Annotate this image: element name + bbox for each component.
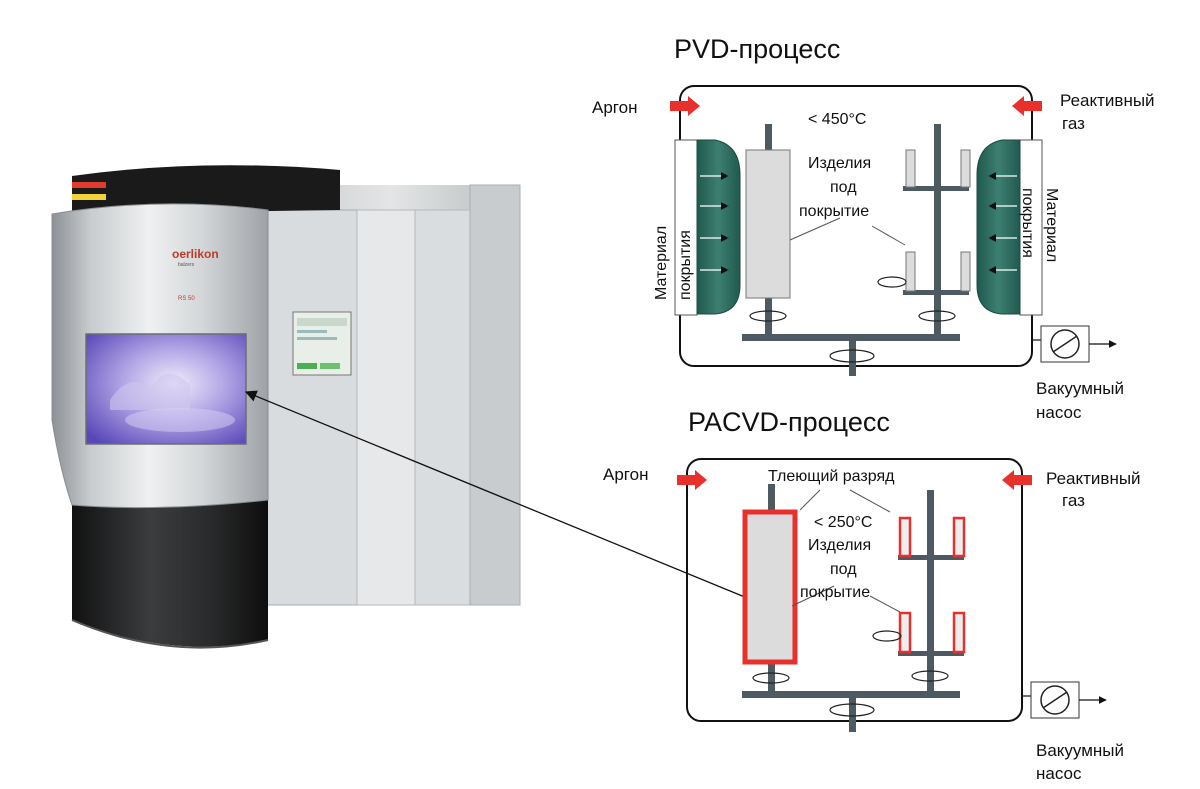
pacvd-title: PACVD-процесс (688, 407, 890, 437)
pvd-small-part (960, 251, 971, 292)
pacvd-temperature: < 250°C (814, 514, 872, 531)
pvd-rotation-marks (749, 276, 956, 363)
pacvd-diagram: PACVD-процесс Аргон Реактивный газ Тлеющ… (603, 407, 1141, 783)
pvd-left-target (696, 139, 741, 315)
pointer-arrow (244, 390, 753, 601)
pvd-diagram: PVD-процесс Аргон Реактивный газ < 450°C… (592, 34, 1155, 422)
cabinet-side (469, 184, 521, 606)
pacvd-reactive-label-2: газ (1062, 491, 1085, 510)
pacvd-parts-label-1: Изделия (808, 537, 871, 554)
window-turntable (125, 408, 235, 432)
machine-base (72, 500, 268, 647)
pvd-temperature: < 450°C (808, 111, 866, 128)
status-light-red (72, 182, 106, 188)
pacvd-argon-label: Аргон (603, 465, 648, 484)
pvd-small-part (905, 251, 916, 292)
top-cap (72, 165, 340, 214)
pvd-left-material-2: покрытия (677, 230, 694, 300)
pacvd-reactive-inlet-icon (1002, 470, 1032, 490)
pvd-parts-label-1: Изделия (808, 155, 871, 172)
pacvd-pump-label-2: насос (1036, 764, 1082, 783)
pvd-right-target (976, 139, 1021, 315)
pacvd-glow-label: Тлеющий разряд (768, 468, 895, 485)
pvd-parts-label-2: под (830, 179, 857, 196)
touchscreen-line (297, 330, 327, 333)
pacvd-leader-lines (791, 585, 901, 613)
pacvd-large-part (742, 509, 798, 665)
pvd-argon-label: Аргон (592, 98, 637, 117)
pacvd-parts-label-3: покрытие (800, 584, 870, 601)
pacvd-rotation-marks (752, 630, 949, 717)
pvd-small-part (960, 149, 971, 188)
base-edge (71, 619, 269, 649)
pacvd-pump-rotor (1042, 691, 1068, 709)
pacvd-small-part (952, 611, 966, 654)
pacvd-small-part (898, 611, 912, 654)
control-panel-column (261, 209, 358, 606)
pvd-right-flux-arrows (988, 172, 1017, 274)
pacvd-argon-inlet-icon (677, 470, 707, 490)
coating-machine: oerlikon balzers RS 50 (51, 165, 521, 649)
touchscreen-header (297, 318, 347, 326)
touchscreen-button (320, 363, 340, 369)
pvd-large-part (745, 149, 791, 299)
pvd-left-material-1: Материал (653, 226, 670, 300)
pacvd-small-part (952, 516, 966, 558)
model-label: RS 50 (178, 296, 195, 302)
pvd-parts-label-3: покрытие (799, 203, 869, 220)
pvd-reactive-inlet-icon (1012, 96, 1042, 116)
cabinet-door-2 (414, 209, 471, 606)
touchscreen-line (297, 337, 337, 340)
pvd-small-part (905, 149, 916, 188)
pvd-right-material-1: Материал (1043, 188, 1060, 262)
brand-sub: balzers (178, 262, 195, 268)
pacvd-parts-label-2: под (830, 561, 857, 578)
status-light-yellow (72, 194, 106, 200)
pvd-right-material-2: покрытия (1019, 188, 1036, 258)
pvd-argon-inlet-icon (670, 96, 700, 116)
pacvd-small-part (898, 516, 912, 558)
pvd-reactive-label-2: газ (1062, 114, 1085, 133)
pacvd-reactive-label-1: Реактивный (1046, 469, 1141, 488)
pvd-left-flux-arrows (700, 172, 729, 274)
pvd-pump-rotor (1052, 335, 1078, 353)
touchscreen-button (297, 363, 317, 369)
pacvd-pump-label-1: Вакуумный (1036, 741, 1124, 760)
cabinet-door-1 (356, 209, 416, 606)
pvd-leader-lines (789, 217, 906, 246)
pacvd-glow-leaders (799, 489, 891, 513)
pvd-pump-label-1: Вакуумный (1036, 379, 1124, 398)
brand-logo: oerlikon (172, 247, 219, 261)
pvd-pump-label-2: насос (1036, 403, 1082, 422)
pvd-title: PVD-процесс (674, 34, 840, 64)
pvd-reactive-label-1: Реактивный (1060, 91, 1155, 110)
window-fixture-shape (110, 373, 190, 410)
